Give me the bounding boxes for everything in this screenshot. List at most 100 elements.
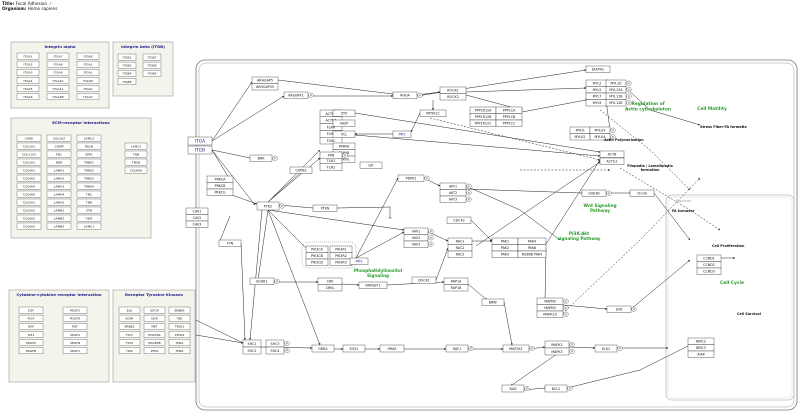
gene-lama2[interactable]: LAMA2: [46, 174, 72, 182]
gene-col6a2[interactable]: COL6A2: [16, 214, 42, 222]
gene-myl5[interactable]: MYL5: [585, 86, 609, 94]
gene-itga2[interactable]: ITGA2: [16, 60, 40, 68]
gene-ccnd3[interactable]: CCND3: [696, 267, 722, 275]
gene-col1a1[interactable]: COL1A1: [16, 142, 42, 150]
gene-parva[interactable]: PARVA: [332, 142, 356, 150]
gene-pik3ca[interactable]: PIK3CA: [305, 245, 329, 253]
gene-pdgfc[interactable]: PDGFC: [62, 306, 88, 314]
gene-dock1[interactable]: DOCK1: [411, 276, 437, 284]
gene-ilk[interactable]: ILK: [359, 161, 383, 169]
gene-ibsp[interactable]: IBSP: [46, 158, 72, 166]
gene-pik3cb[interactable]: PIK3CB: [305, 252, 329, 260]
gene-itga1[interactable]: ITGA1: [16, 52, 40, 60]
gene-cdc42[interactable]: CDC42: [446, 216, 472, 224]
gene-tnr[interactable]: TNR: [76, 198, 102, 206]
gene-actb[interactable]: ACTB: [599, 150, 625, 158]
gene-myl9[interactable]: MYL9: [585, 99, 609, 107]
gene-flt4[interactable]: FLT4: [118, 339, 141, 346]
gene-vegfc[interactable]: VEGFC: [62, 347, 88, 354]
gene-col2a1[interactable]: COL2A1: [16, 158, 42, 166]
gene-pip2[interactable]: PIP2: [392, 130, 412, 138]
gene-flt1[interactable]: FLT1: [118, 331, 141, 338]
gene-ctnnb[interactable]: Ctnnb: [629, 189, 655, 197]
gene-lama4[interactable]: LAMA4: [46, 190, 72, 198]
gene-itgb[interactable]: ITGB: [187, 145, 213, 155]
gene-spp1[interactable]: SPP1: [76, 150, 102, 158]
gene-pip5k1c[interactable]: PIP5K1C: [419, 109, 447, 117]
gene-thbs2[interactable]: THBS2: [76, 166, 102, 174]
gene-itgb1[interactable]: ITGB1: [117, 53, 137, 61]
gene-lama1[interactable]: LAMA1: [46, 166, 72, 174]
gene-prkcb[interactable]: PRKCB: [206, 182, 234, 190]
gene-rap1a[interactable]: RAP1A: [443, 277, 469, 285]
gene-birc3[interactable]: BIRC3: [687, 344, 715, 352]
gene-lamb2[interactable]: LAMB2: [46, 214, 72, 222]
gene-prkcg[interactable]: PRKCG: [206, 188, 234, 196]
gene-col4a2[interactable]: COL4A2: [16, 174, 42, 182]
gene-cav1[interactable]: CAV1: [185, 207, 209, 215]
gene-sos1[interactable]: SOS1: [342, 344, 366, 353]
gene-itgb4[interactable]: ITGB4: [117, 70, 137, 77]
gene-pdgfd[interactable]: PDGFD: [62, 314, 88, 322]
gene-tln2[interactable]: TLN2: [319, 163, 343, 171]
gene-itgal[interactable]: ITGAL: [76, 69, 100, 76]
gene-rock2[interactable]: ROCK2: [439, 93, 467, 101]
gene-cav2[interactable]: CAV2: [185, 214, 209, 222]
gene-flnc[interactable]: FLNC: [319, 136, 343, 145]
gene-lamb3[interactable]: LAMB3: [46, 222, 72, 230]
gene-rac1[interactable]: RAC1: [447, 237, 473, 245]
gene-egf[interactable]: EGF: [18, 306, 44, 314]
gene-lamc1[interactable]: LAMC1: [76, 222, 102, 230]
gene-col5a1[interactable]: COL5A1: [16, 198, 42, 206]
gene-shc2[interactable]: SHC2: [242, 346, 262, 355]
gene-itga5[interactable]: ITGA5: [16, 85, 40, 92]
gene-rac3[interactable]: RAC3: [447, 250, 473, 258]
gene-birc2[interactable]: BIRC2: [687, 337, 715, 345]
gene-itga[interactable]: ITGA: [187, 136, 213, 146]
gene-pdgfb[interactable]: PDGFB: [18, 347, 44, 354]
gene-arhgap35[interactable]: ARHGAP35: [251, 83, 279, 91]
gene-erbb2[interactable]: ERBB2: [118, 323, 141, 330]
gene-pdgfa[interactable]: PDGFA: [18, 339, 44, 346]
gene-pak2[interactable]: PAK2: [491, 244, 519, 252]
gene-rap1b[interactable]: RAP1B: [443, 284, 469, 292]
gene-itgb8[interactable]: ITGB8: [142, 61, 162, 69]
gene-pik3cd[interactable]: PIK3CD: [305, 258, 329, 266]
gene-tnk1[interactable]: TNK1: [168, 339, 191, 346]
gene-lama5[interactable]: LAMA5: [46, 198, 72, 206]
gene-pip3[interactable]: PIP3: [349, 257, 369, 265]
gene-pik3r2[interactable]: PIK3R2: [329, 252, 353, 260]
gene-chad[interactable]: CHAD: [16, 134, 42, 142]
gene-itgax[interactable]: ITGAX: [76, 93, 100, 100]
gene-fyn[interactable]: FYN: [218, 239, 242, 247]
gene-pdgfra[interactable]: PDGFRA: [143, 331, 166, 338]
gene-sthk1[interactable]: STHK1: [168, 331, 191, 338]
gene-rock1[interactable]: ROCK1: [439, 86, 467, 94]
gene-pak6[interactable]: PAK6: [517, 244, 547, 252]
gene-ppp1r12b[interactable]: PPP1R12B: [469, 113, 497, 121]
gene-egfr[interactable]: EGFR: [118, 314, 141, 322]
gene-fn1[interactable]: FN1: [46, 150, 72, 158]
gene-tek[interactable]: TEK: [168, 314, 191, 322]
gene-myl2[interactable]: MYL2: [585, 79, 609, 87]
gene-itga10[interactable]: ITGA10: [46, 77, 70, 84]
gene-prkca[interactable]: PRKCA: [206, 175, 234, 183]
gene-itga2b[interactable]: ITGA2B: [46, 93, 70, 100]
gene-thbs1[interactable]: THBS1: [76, 158, 102, 166]
gene-itga4[interactable]: ITGA4: [16, 77, 40, 84]
